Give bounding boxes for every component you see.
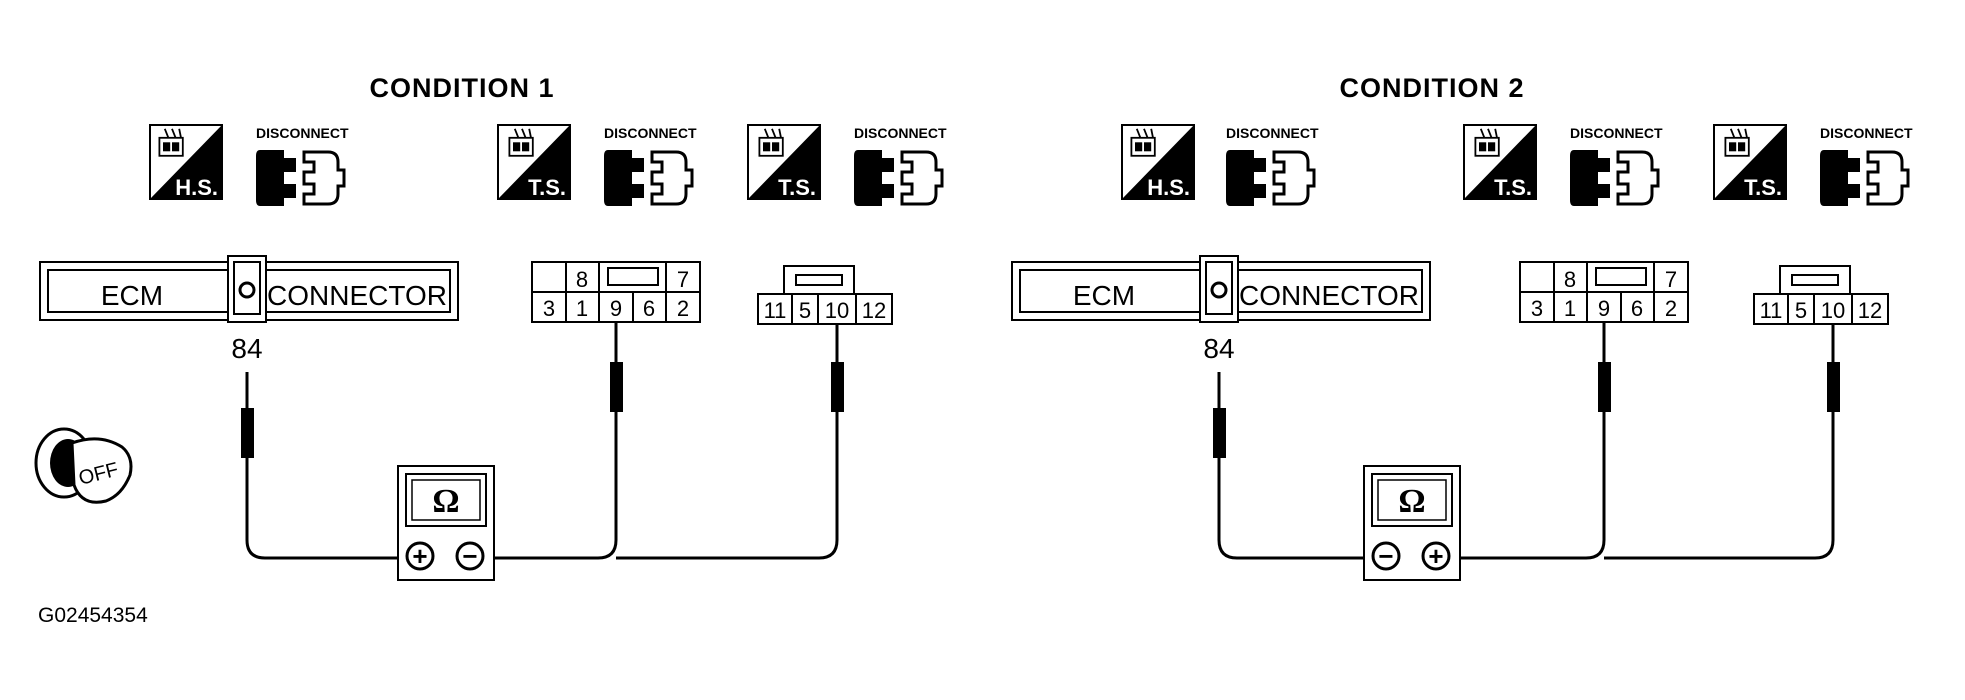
- tool-ts: T.S.: [747, 124, 821, 200]
- tool-action: DISCONNECT: [1226, 125, 1319, 141]
- pin-label: 2: [1665, 296, 1677, 321]
- tool-action: DISCONNECT: [854, 125, 947, 141]
- disconnect-icon: [1568, 148, 1660, 208]
- ohm-symbol: Ω: [432, 483, 459, 520]
- meter-terminal-icon: [1371, 541, 1401, 571]
- pin-label: 12: [1858, 298, 1882, 323]
- connector-label: CONNECTOR: [267, 280, 447, 311]
- pin-label: 11: [1760, 298, 1783, 323]
- connector-a: 8 7 3 1 9 6 2: [1519, 261, 1689, 323]
- pin-label: 7: [1665, 267, 1677, 292]
- tool-action: DISCONNECT: [256, 125, 349, 141]
- tool-badge: T.S.: [1744, 175, 1782, 200]
- pin-label: 6: [643, 296, 655, 321]
- meter-terminal-sign: +: [1428, 541, 1443, 571]
- disconnect-icon: [602, 148, 694, 208]
- pin-label: 3: [543, 296, 555, 321]
- ohm-symbol: Ω: [1398, 483, 1425, 520]
- pin-label: 5: [799, 298, 811, 323]
- test-leads: [245, 322, 839, 560]
- connector-b: 11 5 10 12: [1753, 265, 1889, 325]
- meter-terminal-sign: −: [1378, 541, 1393, 571]
- disconnect-icon: [852, 148, 944, 208]
- meter-terminal-sign: +: [412, 541, 427, 571]
- tool-badge: T.S.: [1494, 175, 1532, 200]
- ecm-terminal-number: 84: [231, 333, 262, 364]
- pin-label: 1: [576, 296, 588, 321]
- disconnect-icon: [1224, 148, 1316, 208]
- condition-title: CONDITION 2: [1339, 73, 1524, 103]
- pin-label: 7: [677, 267, 689, 292]
- meter-terminal-icon: [1421, 541, 1451, 571]
- tool-action: DISCONNECT: [604, 125, 697, 141]
- tool-ts: T.S.: [1463, 124, 1537, 200]
- probe-tip: [241, 408, 254, 458]
- disconnect-icon: [254, 148, 346, 208]
- test-leads: [1217, 322, 1835, 560]
- probe-tip: [610, 362, 623, 412]
- pin-label: 12: [862, 298, 886, 323]
- probe-tip: [831, 362, 844, 412]
- ohmmeter: Ω + −: [397, 465, 495, 581]
- disconnect-icon: [1818, 148, 1910, 208]
- ecm-connector: ECM CONNECTOR: [39, 255, 459, 323]
- ecm-label: ECM: [101, 280, 163, 311]
- pin-label: 5: [1795, 298, 1807, 323]
- pin-label: 11: [764, 298, 787, 323]
- connector-a: 8 7 3 1 9 6 2: [531, 261, 701, 323]
- tool-ts: T.S.: [1713, 124, 1787, 200]
- connector-label: CONNECTOR: [1239, 280, 1419, 311]
- condition-2: CONDITION 2 H.S. DISCONNECT T.S. DISCONN…: [1011, 73, 1913, 581]
- ecm-connector: ECM CONNECTOR: [1011, 255, 1431, 323]
- meter-terminal-icon: [455, 541, 485, 571]
- probe-tip: [1827, 362, 1840, 412]
- tool-ts: T.S.: [497, 124, 571, 200]
- pin-label: 10: [825, 298, 849, 323]
- pin-label: 3: [1531, 296, 1543, 321]
- pin-label: 6: [1631, 296, 1643, 321]
- pin-label: 10: [1821, 298, 1845, 323]
- pin-label: 2: [677, 296, 689, 321]
- probe-tip: [1213, 408, 1226, 458]
- tool-badge: H.S.: [175, 175, 218, 200]
- pin-label: 9: [1598, 296, 1610, 321]
- tool-hs: H.S.: [1121, 124, 1195, 200]
- pin-label: 9: [610, 296, 622, 321]
- ecm-terminal-number: 84: [1203, 333, 1234, 364]
- ohmmeter: Ω − +: [1363, 465, 1461, 581]
- tool-badge: H.S.: [1147, 175, 1190, 200]
- connector-b: 11 5 10 12: [757, 265, 893, 325]
- pin-label: 8: [576, 267, 588, 292]
- ecm-label: ECM: [1073, 280, 1135, 311]
- figure-id: G02454354: [38, 604, 148, 627]
- condition-title: CONDITION 1: [369, 73, 554, 103]
- tool-action: DISCONNECT: [1820, 125, 1913, 141]
- ignition-key: OFF: [34, 427, 133, 504]
- probe-tip: [1598, 362, 1611, 412]
- tool-hs: H.S.: [149, 124, 223, 200]
- tool-action: DISCONNECT: [1570, 125, 1663, 141]
- pin-label: 1: [1564, 296, 1576, 321]
- tool-badge: T.S.: [778, 175, 816, 200]
- pin-label: 8: [1564, 267, 1576, 292]
- meter-terminal-sign: −: [462, 541, 477, 571]
- condition-1: CONDITION 1 H.S. DISCONNECT T.S. DISCONN…: [34, 73, 947, 581]
- meter-terminal-icon: [405, 541, 435, 571]
- tool-badge: T.S.: [528, 175, 566, 200]
